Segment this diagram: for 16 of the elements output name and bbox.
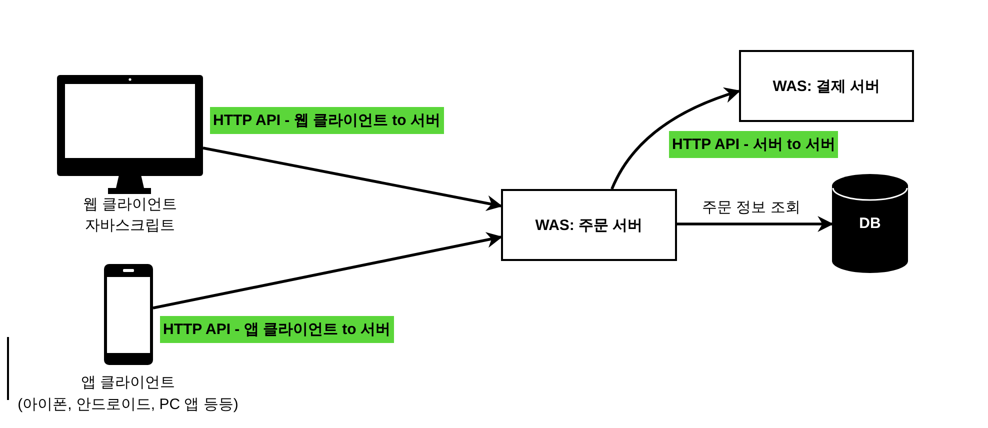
device-caption: (아이폰, 안드로이드, PC 앱 등등) <box>18 395 238 414</box>
edge-label: HTTP API - 웹 클라이언트 to 서버 <box>210 107 444 134</box>
device-caption: 자바스크립트 <box>85 216 175 235</box>
arrow <box>202 146 503 212</box>
arrow <box>610 88 741 190</box>
edge-label: HTTP API - 앱 클라이언트 to 서버 <box>160 316 394 343</box>
device-caption: 앱 클라이언트 <box>80 373 176 392</box>
server-box: WAS: 주문 서버 <box>501 189 677 261</box>
arrow <box>677 216 834 232</box>
database-cylinder: DB <box>832 174 908 273</box>
monitor-icon <box>57 75 203 194</box>
device-caption: 웹 클라이언트 <box>82 195 178 214</box>
phone-icon <box>104 264 153 365</box>
server-box: WAS: 결제 서버 <box>739 50 914 122</box>
arrow <box>152 232 503 310</box>
edge-label: HTTP API - 서버 to 서버 <box>669 131 838 158</box>
